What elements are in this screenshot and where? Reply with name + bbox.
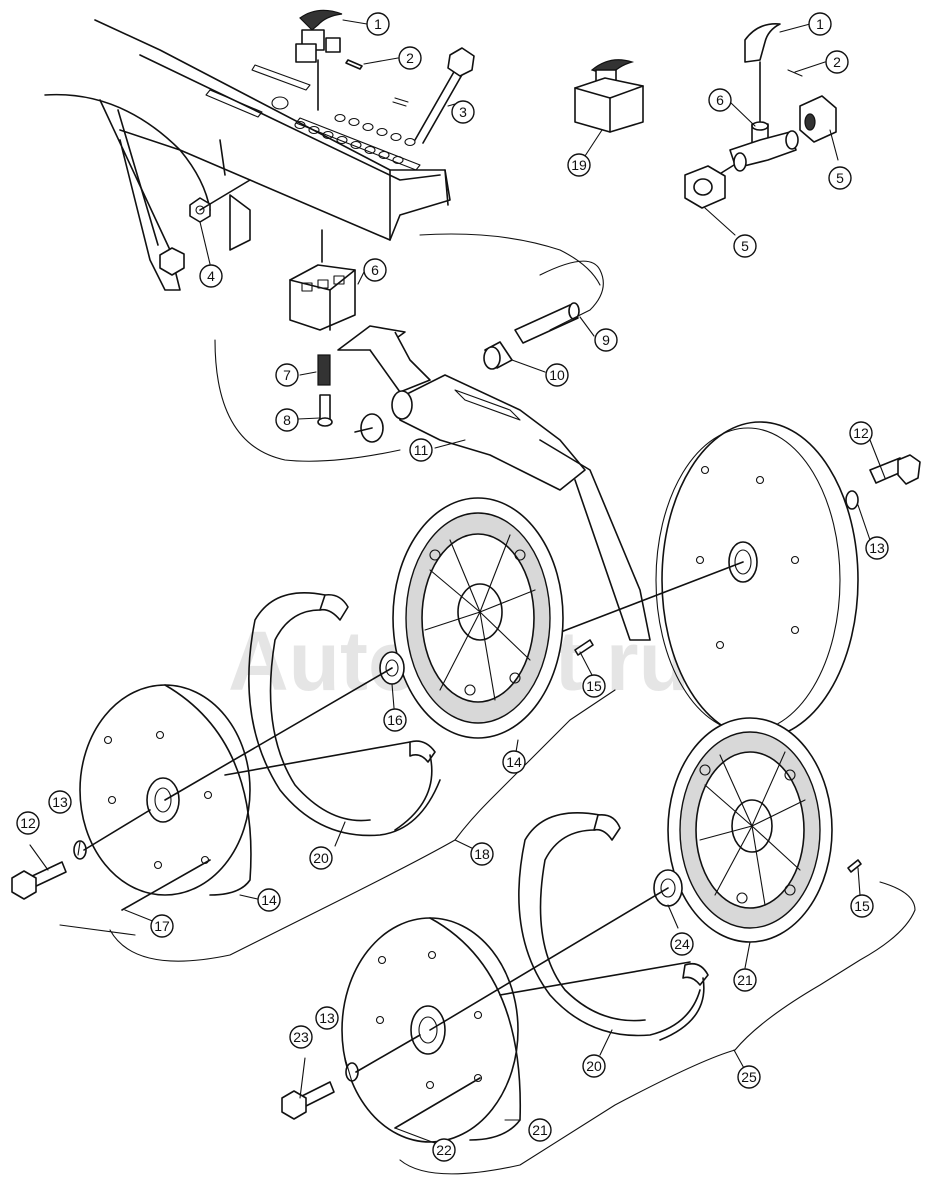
- callout-7: 7: [275, 363, 299, 387]
- callout-13b: 13: [48, 790, 72, 814]
- pedal-arm-11: [337, 325, 651, 641]
- svg-text:7: 7: [283, 367, 291, 383]
- callout-13a: 13: [865, 536, 889, 560]
- svg-text:6: 6: [716, 92, 724, 108]
- callout-14b: 14: [257, 888, 281, 912]
- callout-8: 8: [275, 408, 299, 432]
- callout-20a: 20: [309, 846, 333, 870]
- bolt-12-upper: [845, 454, 921, 510]
- group-outline-middle: [59, 689, 616, 962]
- callout-23: 23: [289, 1025, 313, 1049]
- svg-text:25: 25: [741, 1069, 757, 1085]
- svg-text:23: 23: [293, 1029, 309, 1045]
- callout-22: 22: [432, 1138, 456, 1162]
- callout-13c: 13: [315, 1006, 339, 1030]
- callout-16: 16: [383, 708, 407, 732]
- callout-12b: 12: [16, 811, 40, 835]
- pin-2: [345, 59, 363, 70]
- svg-text:12: 12: [20, 815, 36, 831]
- tire-lower: [518, 812, 709, 1041]
- hub-upper-14: [392, 497, 594, 739]
- svg-text:2: 2: [406, 50, 414, 66]
- callout-20b: 20: [582, 1054, 606, 1078]
- callout-10: 10: [545, 363, 569, 387]
- shaft-9: [514, 302, 580, 344]
- callout-2a: 2: [398, 46, 422, 70]
- callout-5b: 5: [733, 234, 757, 258]
- svg-text:13: 13: [869, 540, 885, 556]
- svg-text:2: 2: [833, 54, 841, 70]
- callout-25: 25: [737, 1065, 761, 1089]
- svg-text:13: 13: [319, 1010, 335, 1026]
- callout-6a: 6: [363, 258, 387, 282]
- tire-upper: [248, 592, 441, 837]
- svg-text:16: 16: [387, 712, 403, 728]
- callout-12a: 12: [849, 421, 873, 445]
- callout-14a: 14: [502, 750, 526, 774]
- callout-2b: 2: [825, 50, 849, 74]
- frame-assembly: [44, 19, 451, 291]
- svg-text:14: 14: [506, 754, 522, 770]
- svg-text:1: 1: [816, 16, 824, 32]
- callout-9: 9: [594, 328, 618, 352]
- svg-text:19: 19: [571, 157, 587, 173]
- hub-lower-21: [667, 717, 862, 943]
- callout-5a: 5: [828, 166, 852, 190]
- svg-text:5: 5: [741, 238, 749, 254]
- svg-text:3: 3: [459, 104, 467, 120]
- bolt-23: [281, 1034, 421, 1120]
- callout-21b: 21: [528, 1118, 552, 1142]
- svg-text:24: 24: [674, 936, 690, 952]
- svg-text:14: 14: [261, 892, 277, 908]
- svg-text:20: 20: [313, 850, 329, 866]
- svg-text:17: 17: [154, 918, 170, 934]
- bolt-12-lower: [11, 809, 151, 900]
- svg-text:9: 9: [602, 332, 610, 348]
- callout-24: 24: [670, 932, 694, 956]
- group-outline-lower: [399, 881, 916, 1175]
- svg-text:18: 18: [474, 846, 490, 862]
- callout-15a: 15: [582, 674, 606, 698]
- svg-text:21: 21: [532, 1122, 548, 1138]
- rim-lower: [341, 887, 691, 1143]
- svg-text:1: 1: [374, 16, 382, 32]
- svg-text:15: 15: [586, 678, 602, 694]
- spring-holder-6: [289, 229, 356, 331]
- bushing-10: [483, 341, 513, 370]
- spring-7: [317, 354, 331, 386]
- lever-knob: [295, 9, 343, 111]
- svg-text:4: 4: [207, 268, 215, 284]
- callout-3: 3: [451, 100, 475, 124]
- callout-21a: 21: [733, 968, 757, 992]
- pin-8: [317, 394, 333, 427]
- tap-assembly: [684, 23, 837, 209]
- callout-19: 19: [567, 153, 591, 177]
- svg-text:15: 15: [854, 898, 870, 914]
- lever-assembly-19: [574, 59, 644, 133]
- callout-4: 4: [199, 264, 223, 288]
- svg-text:13: 13: [52, 794, 68, 810]
- bolt-3: [392, 47, 475, 144]
- callout-1b: 1: [808, 12, 832, 36]
- callout-18: 18: [470, 842, 494, 866]
- group-outline-upper: [214, 260, 604, 462]
- callout-15b: 15: [850, 894, 874, 918]
- svg-text:5: 5: [836, 170, 844, 186]
- svg-text:10: 10: [549, 367, 565, 383]
- svg-text:22: 22: [436, 1142, 452, 1158]
- svg-text:6: 6: [371, 262, 379, 278]
- callout-6b: 6: [708, 88, 732, 112]
- leader-lines: [29, 19, 886, 1146]
- svg-text:21: 21: [737, 972, 753, 988]
- svg-text:11: 11: [414, 442, 429, 458]
- svg-text:12: 12: [853, 425, 869, 441]
- svg-text:8: 8: [283, 412, 291, 428]
- callout-11: 11: [409, 438, 433, 462]
- callout-1a: 1: [366, 12, 390, 36]
- rim-left: [79, 667, 411, 911]
- callout-17: 17: [150, 914, 174, 938]
- svg-text:20: 20: [586, 1058, 602, 1074]
